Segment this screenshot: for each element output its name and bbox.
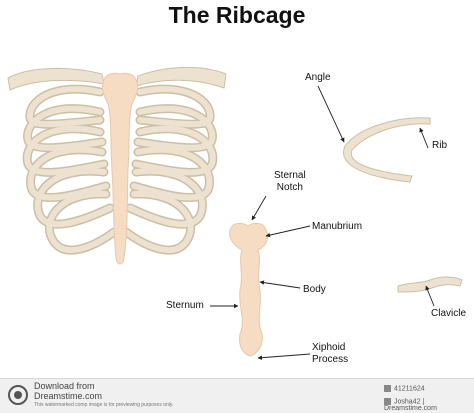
footer-credit-row: Josha42 | Dreamstime.com: [384, 398, 474, 412]
label-body: Body: [303, 284, 326, 295]
isolated-clavicle: [397, 276, 463, 293]
label-sternal-notch: Sternal Notch: [274, 170, 306, 193]
pointer-rib: [419, 127, 429, 149]
credit-square-icon: [384, 398, 391, 405]
label-xiphoid-process: Xiphoid Process: [312, 342, 349, 365]
footer-download-from: Download from: [34, 381, 95, 391]
footer-credit: Josha42 | Dreamstime.com: [384, 398, 437, 413]
right-ribs-fill: [123, 86, 216, 254]
footer-image-id-row: 41211624: [384, 385, 425, 392]
pointer-lines: [210, 85, 435, 360]
isolated-rib: [343, 117, 431, 183]
label-rib: Rib: [432, 140, 448, 151]
label-sternum: Sternum: [166, 300, 204, 311]
diagram-title: The Ribcage: [168, 2, 306, 28]
left-ribs-fill: [24, 86, 117, 254]
footer-site-link[interactable]: Dreamstime.com: [34, 391, 103, 401]
pointer-angle: [317, 85, 345, 143]
pointer-clavicle: [425, 285, 435, 307]
pointer-manubrium: [265, 225, 311, 238]
pointer-body: [259, 280, 301, 289]
ribcage-sternum: [101, 72, 139, 265]
pointer-sternal-notch: [251, 195, 267, 221]
label-clavicle: Clavicle: [431, 308, 467, 319]
pointer-xiphoid: [257, 353, 311, 360]
label-angle: Angle: [305, 72, 331, 83]
label-manubrium: Manubrium: [312, 221, 363, 232]
dreamstime-logo-icon: [8, 385, 28, 405]
ribcage-illustration: [7, 67, 227, 265]
footer-image-id: 41211624: [394, 385, 425, 393]
isolated-sternum: [229, 222, 269, 357]
id-square-icon: [384, 385, 391, 392]
footer-fine-print: This watermarked comp image is for previ…: [34, 402, 174, 408]
right-clavicle: [135, 67, 227, 89]
footer-bar: Download from Dreamstime.com This waterm…: [0, 378, 474, 413]
